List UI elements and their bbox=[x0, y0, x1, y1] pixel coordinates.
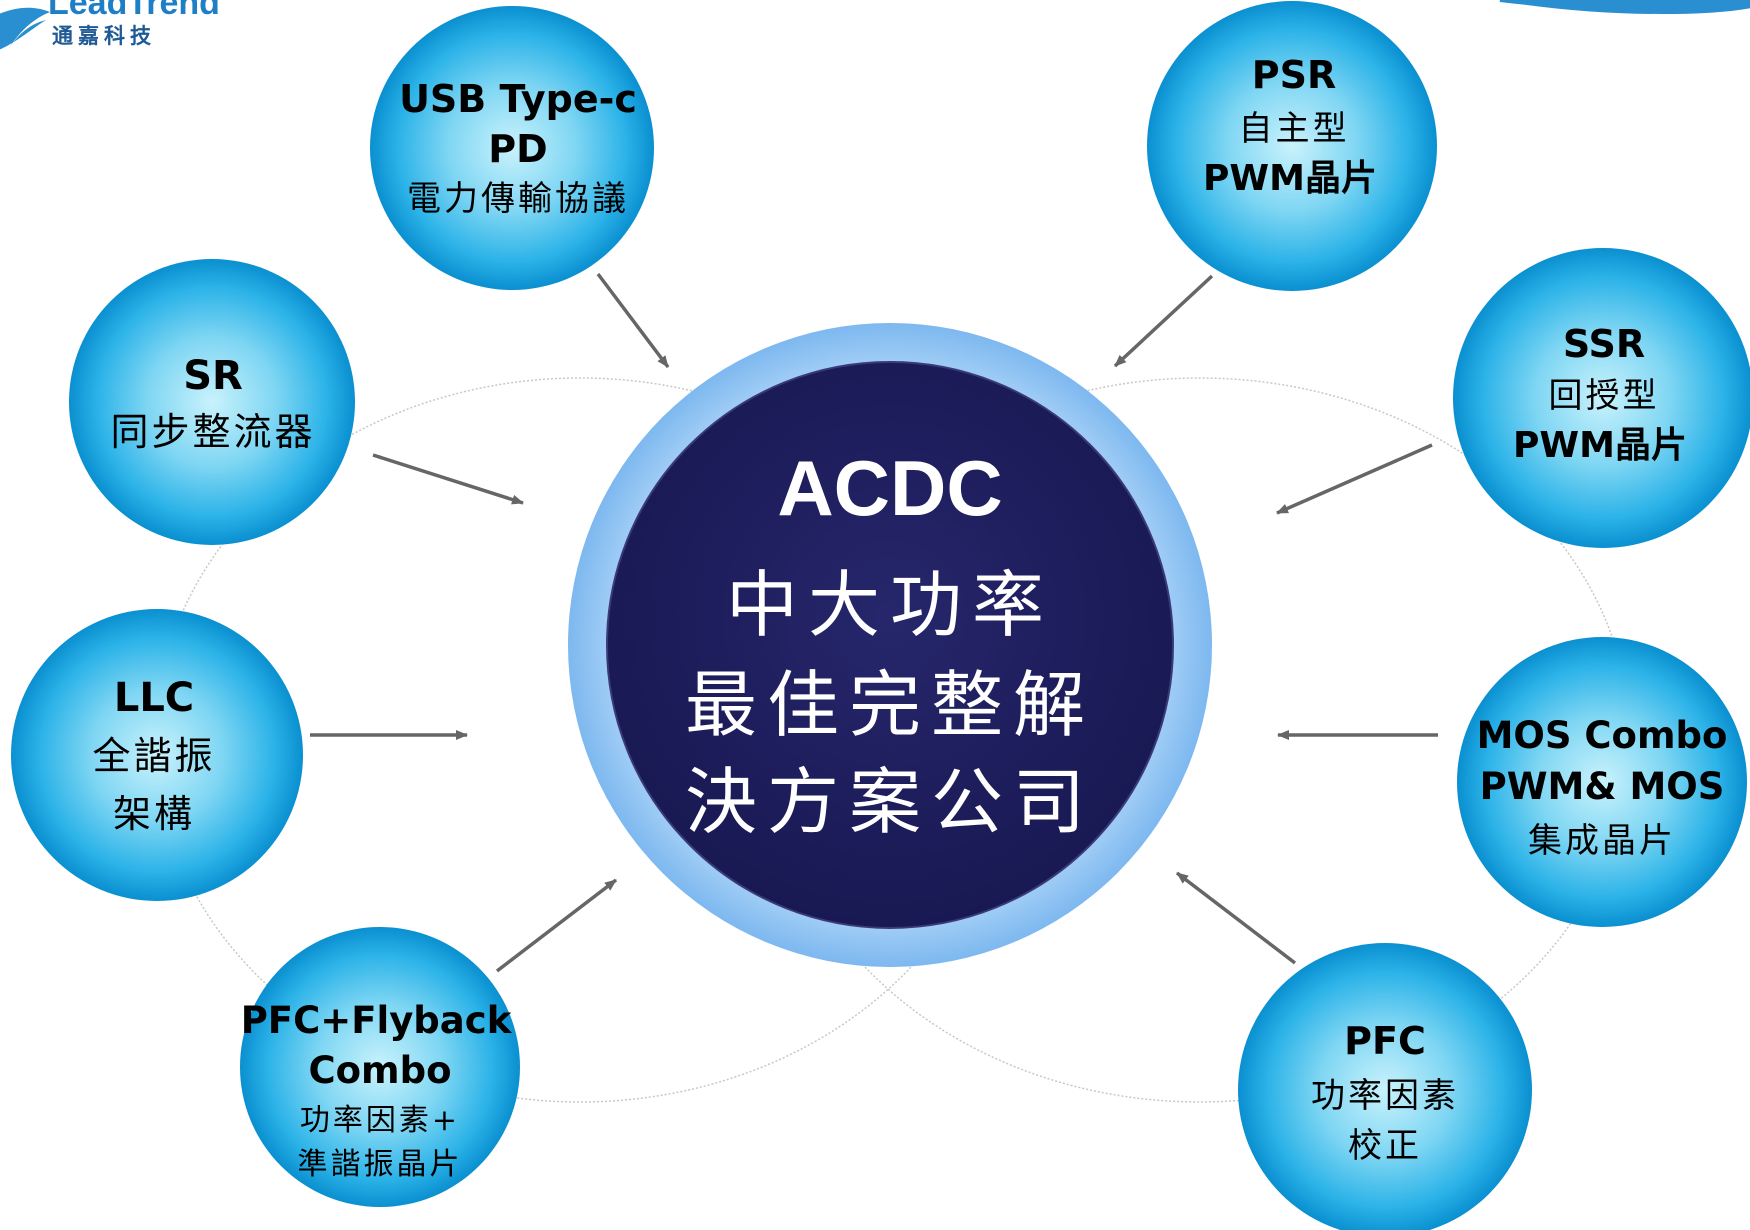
center-line-3: 最佳完整解 bbox=[685, 663, 1095, 747]
node-usb-type-c-pd: USB Type-c PD 電力傳輸協議 bbox=[370, 6, 654, 290]
node-label-line-2: 自主型 bbox=[1239, 109, 1350, 149]
node-label-line-3: PWM晶片 bbox=[1513, 425, 1687, 466]
node-label-line-1: MOS Combo bbox=[1477, 714, 1728, 757]
node-llc: LLC 全諧振 架構 bbox=[11, 609, 303, 901]
node-label-line-3: PWM晶片 bbox=[1203, 158, 1377, 199]
node-label-line-1: LLC bbox=[114, 675, 194, 721]
center-line-1: ACDC bbox=[777, 444, 1002, 532]
node-pfc: PFC 功率因素 校正 bbox=[1238, 943, 1532, 1230]
node-ssr: SSR 回授型 PWM晶片 bbox=[1453, 248, 1750, 548]
node-label-line-1: PFC+Flyback bbox=[241, 999, 513, 1042]
logo-swoosh-icon bbox=[0, 7, 50, 50]
node-psr: PSR 自主型 PWM晶片 bbox=[1147, 1, 1437, 291]
node-circle bbox=[1238, 943, 1532, 1230]
arrow-from-sr bbox=[372, 453, 524, 505]
center-core bbox=[606, 361, 1174, 929]
node-circle bbox=[11, 609, 303, 901]
node-label-line-3: 電力傳輸協議 bbox=[407, 179, 629, 219]
center-line-2: 中大功率 bbox=[726, 563, 1054, 647]
node-label-line-3: 校正 bbox=[1348, 1126, 1422, 1166]
arrow-from-psr bbox=[1113, 274, 1214, 368]
arrow-from-pfc bbox=[1175, 871, 1297, 965]
node-label-line-3: 架構 bbox=[113, 792, 195, 836]
node-label-line-2: 回授型 bbox=[1549, 376, 1660, 416]
company-logo: LeadTrend 通嘉科技 bbox=[0, 0, 220, 50]
node-label-line-2: PWM& MOS bbox=[1480, 765, 1725, 808]
node-mos-combo: MOS Combo PWM& MOS 集成晶片 bbox=[1457, 637, 1747, 927]
node-label-line-2: 功率因素 bbox=[1311, 1076, 1459, 1116]
logo-name-cjk: 通嘉科技 bbox=[52, 24, 156, 48]
node-sr: SR 同步整流器 bbox=[69, 259, 355, 545]
node-circle bbox=[1453, 248, 1750, 548]
node-circle bbox=[1147, 1, 1437, 291]
node-label-line-2: PD bbox=[488, 127, 547, 171]
top-right-swoosh-icon bbox=[1499, 0, 1750, 14]
node-label-line-2: 同步整流器 bbox=[110, 410, 315, 454]
node-pfc-flyback-combo: PFC+Flyback Combo 功率因素+ 準諧振晶片 bbox=[240, 927, 520, 1207]
node-circle bbox=[240, 927, 520, 1207]
node-label-line-2: 全諧振 bbox=[92, 734, 215, 778]
center-line-4: 決方案公司 bbox=[685, 760, 1095, 844]
arrow-from-usb-type-c-pd bbox=[596, 272, 670, 369]
node-label-line-1: PFC bbox=[1344, 1019, 1426, 1063]
node-label-line-2: Combo bbox=[308, 1049, 451, 1092]
arrows bbox=[310, 272, 1438, 973]
logo-name-latin: LeadTrend bbox=[48, 0, 220, 22]
node-label-line-3: 集成晶片 bbox=[1528, 821, 1676, 861]
node-circle bbox=[69, 259, 355, 545]
node-circle bbox=[1457, 637, 1747, 927]
arrow-from-ssr bbox=[1276, 443, 1433, 515]
node-label-line-1: USB Type-c bbox=[399, 77, 637, 121]
node-label-line-3: 功率因素+ bbox=[300, 1103, 460, 1138]
node-label-line-1: SR bbox=[183, 353, 243, 399]
node-circle bbox=[370, 6, 654, 290]
center-hub: ACDC 中大功率 最佳完整解 決方案公司 bbox=[568, 323, 1212, 967]
node-label-line-4: 準諧振晶片 bbox=[298, 1147, 463, 1182]
arrow-from-pfc-flyback-combo bbox=[495, 878, 618, 973]
node-label-line-1: SSR bbox=[1563, 322, 1645, 366]
node-label-line-1: PSR bbox=[1252, 53, 1336, 97]
